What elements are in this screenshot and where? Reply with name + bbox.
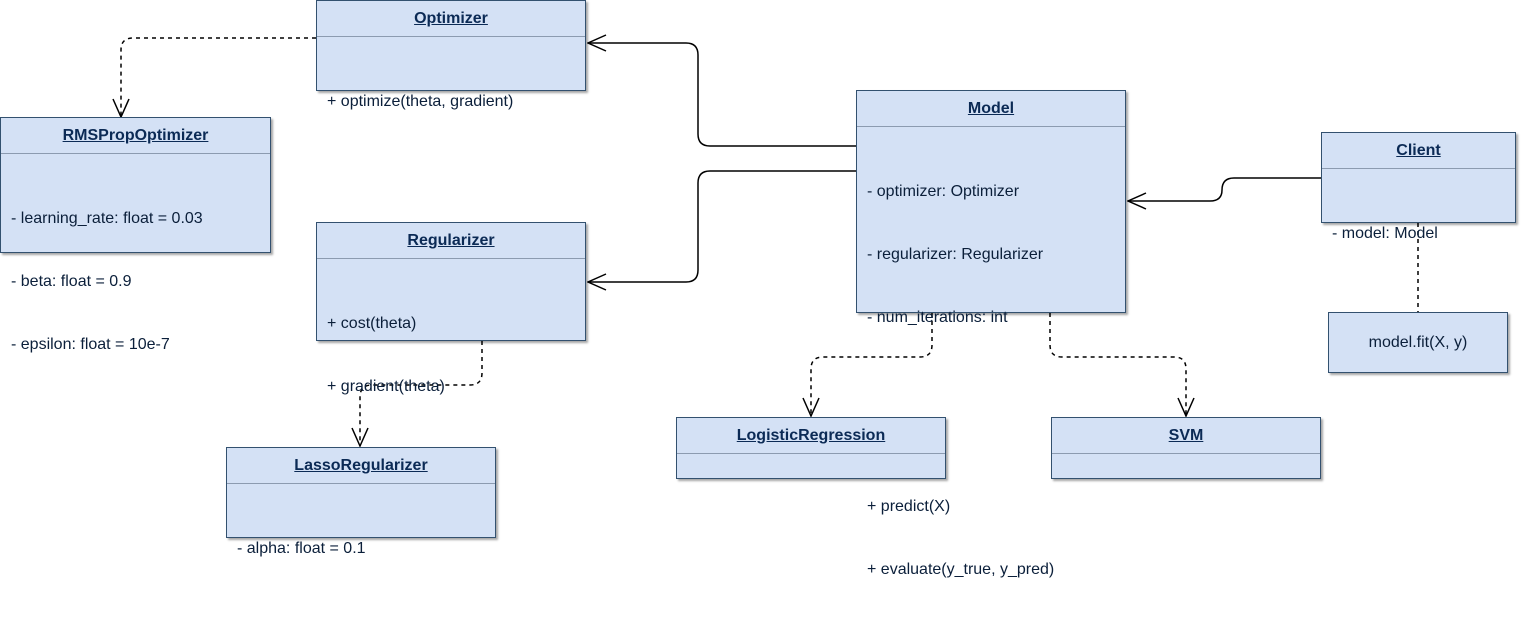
class-members: - alpha: float = 0.1 (237, 496, 491, 601)
class-name: Regularizer (407, 232, 495, 249)
client-note[interactable]: model.fit(X, y) (1328, 312, 1508, 373)
note-text: model.fit(X, y) (1368, 333, 1468, 351)
compartment-divider (1322, 168, 1515, 169)
class-name: SVM (1168, 427, 1204, 444)
class-members: + optimize(theta, gradient) (327, 49, 581, 154)
class-logisticregression[interactable]: LogisticRegression (676, 417, 946, 479)
class-optimizer[interactable]: Optimizer + optimize(theta, gradient) (316, 0, 586, 110)
class-method: + evaluate(y_true, y_pred) (867, 561, 1055, 578)
member-spacer (867, 370, 1121, 391)
class-method: + predict(X) (867, 498, 951, 515)
compartment-divider (677, 453, 945, 454)
class-rmspropoptimizer[interactable]: RMSPropOptimizer - learning_rate: float … (0, 117, 271, 353)
class-attribute: - epsilon: float = 10e-7 (11, 336, 170, 353)
compartment-divider (1052, 453, 1320, 454)
class-attribute: - model: Model (1332, 225, 1438, 242)
class-members: - learning_rate: float = 0.03 - beta: fl… (11, 166, 266, 397)
compartment-divider (857, 126, 1125, 127)
class-client[interactable]: Client - model: Model (1321, 132, 1516, 242)
class-attribute: - optimizer: Optimizer (867, 183, 1020, 200)
class-attribute: - beta: float = 0.9 (11, 273, 132, 290)
class-attribute: - learning_rate: float = 0.03 (11, 210, 203, 227)
edge-client-model (1128, 177, 1321, 201)
class-name: LassoRegularizer (294, 457, 428, 474)
edge-svm-model (1049, 313, 1186, 416)
class-name: Client (1396, 142, 1441, 159)
class-lassoregularizer[interactable]: LassoRegularizer - alpha: float = 0.1 (226, 447, 496, 557)
class-members: + cost(theta) + gradient(theta) (327, 271, 581, 439)
edge-rmsprop-optimizer (121, 37, 316, 117)
class-method: + gradient(theta) (327, 378, 445, 395)
class-svm[interactable]: SVM (1051, 417, 1321, 479)
edge-logistic-model (811, 313, 933, 416)
class-method: + optimize(theta, gradient) (327, 93, 514, 110)
edge-model-optimizer (588, 43, 856, 147)
class-name: LogisticRegression (736, 427, 886, 444)
connectors-layer (0, 0, 1419, 545)
class-name: Optimizer (414, 10, 488, 27)
class-members: - model: Model (1332, 181, 1511, 286)
class-attribute: - num_iterations: int (867, 309, 1008, 326)
class-members: - optimizer: Optimizer - regularizer: Re… (867, 139, 1121, 622)
class-name: RMSPropOptimizer (62, 127, 209, 144)
class-attribute: - regularizer: Regularizer (867, 246, 1044, 263)
class-regularizer[interactable]: Regularizer + cost(theta) + gradient(the… (316, 222, 586, 395)
class-method: + cost(theta) (327, 315, 417, 332)
class-name: Model (967, 100, 1015, 117)
compartment-divider (227, 483, 495, 484)
compartment-divider (317, 258, 585, 259)
compartment-divider (1, 153, 270, 154)
class-model[interactable]: Model - optimizer: Optimizer - regulariz… (856, 90, 1126, 578)
edge-lasso-regularizer (360, 341, 483, 446)
compartment-divider (317, 36, 585, 37)
class-attribute: - alpha: float = 0.1 (237, 540, 366, 557)
edge-model-regularizer (588, 170, 856, 282)
